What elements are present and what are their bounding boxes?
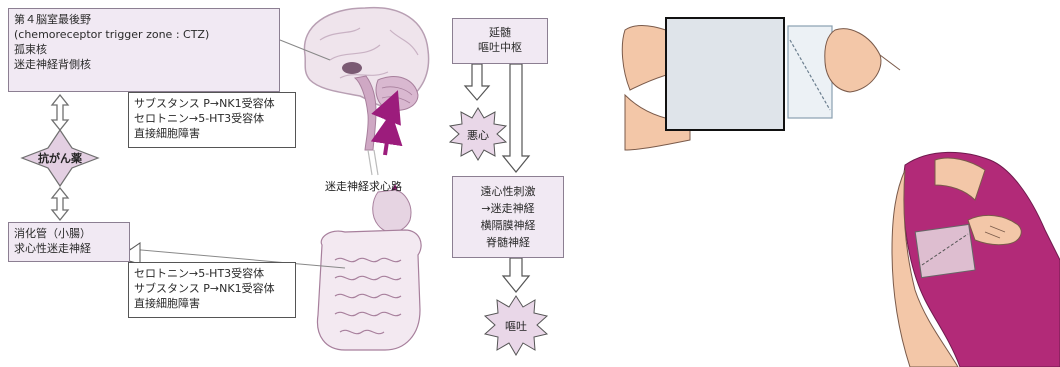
upper-receptor-line-1: サブスタンス P→NK1受容体 (134, 96, 290, 111)
efferent-line-4: 脊髄神経 (458, 234, 558, 251)
gut-line-2: 求心性迷走神経 (14, 241, 124, 256)
patch-peel-illustration (622, 18, 900, 150)
efferent-line-2: →迷走神経 (458, 200, 558, 217)
efferent-line-3: 横隔膜神経 (458, 217, 558, 234)
ctz-box: 第４脳室最後野 (chemoreceptor trigger zone : CT… (8, 8, 280, 92)
upper-receptor-line-3: 直接細胞障害 (134, 126, 290, 141)
upper-receptor-line-2: セロトニン→5-HT3受容体 (134, 111, 290, 126)
drug-label: 抗がん薬 (38, 150, 82, 166)
brain-illustration (304, 8, 428, 150)
vomiting-label: 嘔吐 (491, 318, 541, 334)
upper-receptor-callout: サブスタンス P→NK1受容体 セロトニン→5-HT3受容体 直接細胞障害 (128, 92, 296, 148)
arm-patch-illustration (892, 152, 1060, 367)
lower-receptor-line-2: サブスタンス P→NK1受容体 (134, 281, 290, 296)
ctz-line-4: 迷走神経背側核 (14, 57, 274, 72)
vomiting-center-label: 嘔吐中枢 (458, 40, 542, 55)
lower-receptor-line-3: 直接細胞障害 (134, 296, 290, 311)
ctz-line-2: (chemoreceptor trigger zone : CTZ) (14, 27, 274, 42)
vomiting-center-box: 延髄 嘔吐中枢 (452, 18, 548, 64)
ctz-line-1: 第４脳室最後野 (14, 12, 274, 27)
medulla-label: 延髄 (458, 25, 542, 40)
gut-illustration (317, 190, 421, 350)
gut-box: 消化管（小腸） 求心性迷走神経 (8, 222, 130, 262)
gut-line-1: 消化管（小腸） (14, 226, 124, 241)
lower-receptor-line-1: セロトニン→5-HT3受容体 (134, 266, 290, 281)
nausea-label: 悪心 (453, 127, 503, 143)
efferent-box: 遠心性刺激 →迷走神経 横隔膜神経 脊髄神経 (452, 176, 564, 258)
efferent-line-1: 遠心性刺激 (458, 183, 558, 200)
vagus-afferent-label: 迷走神経求心路 (325, 178, 402, 194)
ctz-line-3: 孤束核 (14, 42, 274, 57)
lower-receptor-callout: セロトニン→5-HT3受容体 サブスタンス P→NK1受容体 直接細胞障害 (128, 262, 296, 318)
